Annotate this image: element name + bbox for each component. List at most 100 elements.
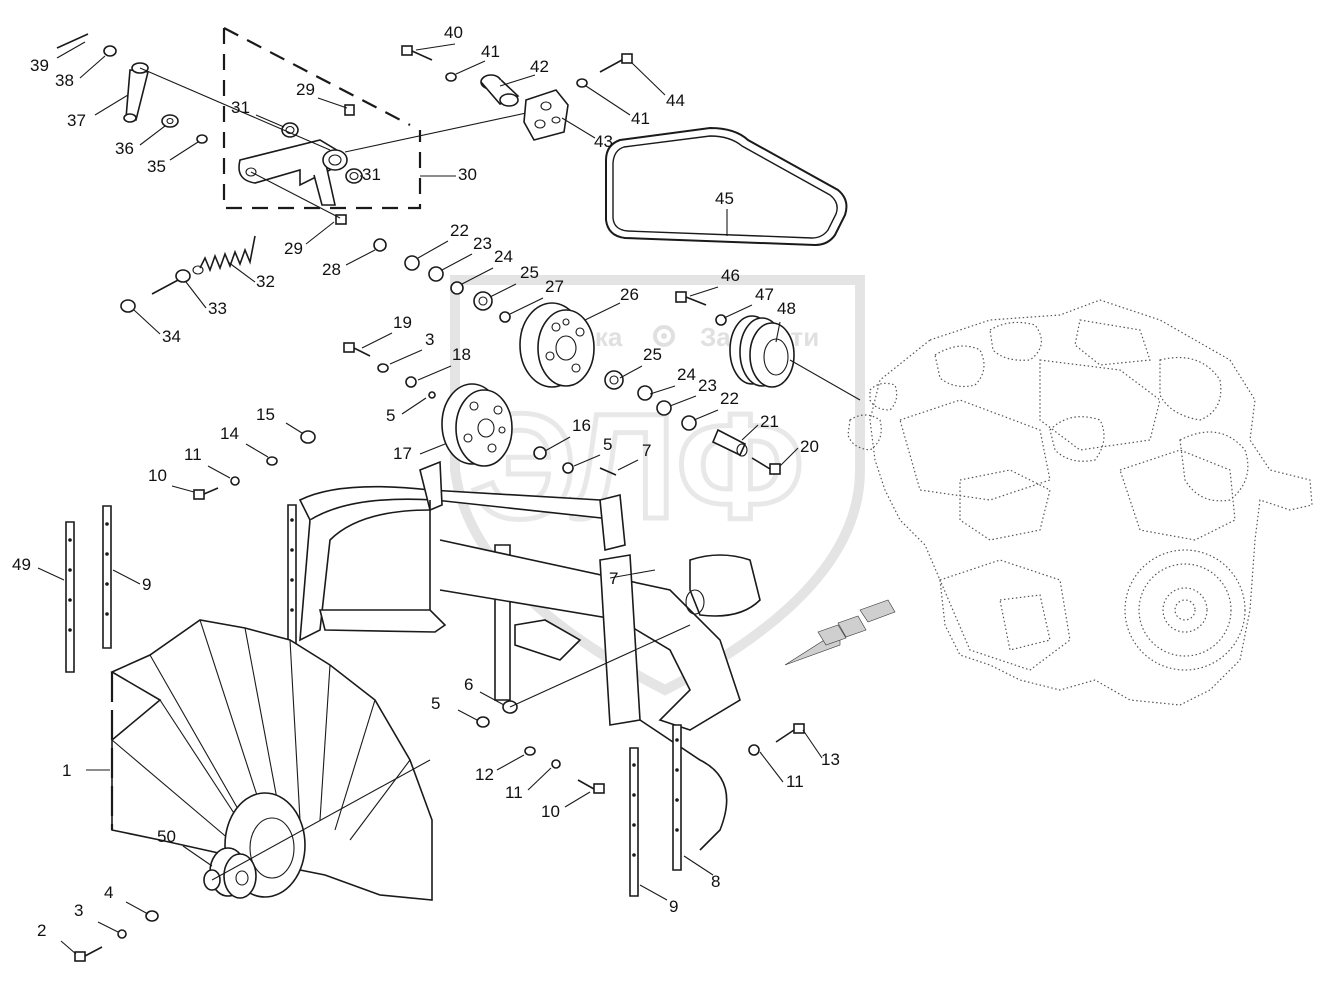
callout-number: 41 bbox=[481, 42, 500, 61]
callout: 1 bbox=[62, 761, 110, 780]
watermark-logo: ЭЛФ bbox=[470, 382, 804, 550]
callout: 29 bbox=[284, 221, 335, 258]
callout-number: 9 bbox=[142, 575, 151, 594]
callout-leader-line bbox=[285, 422, 303, 434]
callout: 15 bbox=[256, 405, 303, 434]
callout: 26 bbox=[584, 285, 639, 321]
part-2-bolt bbox=[74, 946, 103, 962]
callout: 10 bbox=[148, 466, 195, 493]
callout: 39 bbox=[30, 41, 86, 75]
callout: 23 bbox=[441, 234, 492, 271]
part-26-pulley bbox=[519, 302, 595, 388]
callout-number: 26 bbox=[620, 285, 639, 304]
part-39-pin bbox=[56, 33, 89, 49]
callout-number: 1 bbox=[62, 761, 71, 780]
callout-number: 12 bbox=[475, 765, 494, 784]
callout-leader-line bbox=[401, 397, 427, 415]
part-1-fan bbox=[110, 619, 433, 901]
callout-number: 41 bbox=[631, 109, 650, 128]
callout-number: 30 bbox=[458, 165, 477, 184]
callout-number: 36 bbox=[115, 139, 134, 158]
part-44-bolt bbox=[599, 53, 633, 73]
callout-leader-line bbox=[759, 751, 784, 783]
callout-leader-line bbox=[489, 283, 517, 298]
callout-number: 4 bbox=[104, 883, 113, 902]
callout-leader-line bbox=[585, 85, 631, 116]
callout-number: 14 bbox=[220, 424, 239, 443]
part-15-nut bbox=[300, 430, 316, 444]
callout: 37 bbox=[67, 94, 129, 130]
callout-leader-line bbox=[779, 447, 799, 467]
callout-number: 34 bbox=[162, 327, 181, 346]
callout-number: 18 bbox=[452, 345, 471, 364]
callout: 42 bbox=[499, 57, 549, 87]
callout: 31 bbox=[360, 165, 381, 184]
callout: 44 bbox=[631, 62, 685, 110]
callout: 5 bbox=[386, 397, 427, 425]
callout: 20 bbox=[779, 437, 819, 467]
part-27-ring bbox=[499, 311, 511, 323]
callout: 50 bbox=[157, 827, 213, 867]
part-23-ring bbox=[656, 400, 672, 416]
callout-number: 10 bbox=[148, 466, 167, 485]
callout-number: 45 bbox=[715, 189, 734, 208]
callout: 7 bbox=[609, 569, 656, 588]
part-37-rod bbox=[123, 62, 149, 123]
callout-number: 10 bbox=[541, 802, 560, 821]
callout-number: 20 bbox=[800, 437, 819, 456]
callout-leader-line bbox=[639, 884, 668, 901]
callout: 28 bbox=[322, 249, 376, 279]
callout: 48 bbox=[775, 299, 796, 343]
part-5-washer bbox=[428, 391, 436, 399]
callout: 3 bbox=[389, 330, 434, 365]
part-3-washer bbox=[117, 929, 127, 939]
part-30-tensioner-arm bbox=[238, 139, 348, 206]
callout-leader-line bbox=[441, 253, 473, 271]
callout: 27 bbox=[509, 277, 564, 315]
callout-leader-line bbox=[455, 60, 486, 75]
callout: 31 bbox=[231, 98, 285, 128]
part-18-washer bbox=[405, 376, 417, 388]
part-9-strip bbox=[102, 505, 112, 649]
engine-assembly bbox=[847, 299, 1313, 706]
part-48-pulley bbox=[729, 315, 861, 401]
callout-leader-line bbox=[317, 97, 348, 109]
callout-number: 50 bbox=[157, 827, 176, 846]
callout: 24 bbox=[649, 365, 696, 395]
callout: 30 bbox=[420, 165, 477, 184]
part-22-ring bbox=[681, 415, 697, 431]
callout-leader-line bbox=[631, 62, 666, 96]
callout-number: 28 bbox=[322, 260, 341, 279]
callout-leader-line bbox=[227, 261, 256, 283]
callout-leader-line bbox=[79, 55, 106, 79]
callout: 32 bbox=[227, 261, 275, 291]
callout-number: 43 bbox=[594, 132, 613, 151]
callout-leader-line bbox=[775, 321, 781, 343]
callout-leader-line bbox=[609, 569, 656, 579]
callout-number: 42 bbox=[530, 57, 549, 76]
callout: 46 bbox=[689, 266, 740, 297]
callout-leader-line bbox=[37, 567, 65, 581]
callout-number: 22 bbox=[450, 221, 469, 240]
assembly-line bbox=[509, 624, 691, 708]
callout-number: 11 bbox=[505, 783, 523, 802]
direction-arrows bbox=[784, 599, 896, 666]
part-20-bolt bbox=[751, 457, 781, 475]
part-38-washer bbox=[103, 45, 117, 57]
callout-number: 5 bbox=[603, 435, 612, 454]
callout-number: 49 bbox=[12, 555, 31, 574]
tensioner-group-outline bbox=[222, 27, 422, 210]
callout: 5 bbox=[573, 435, 612, 467]
part-29-bolt-upper bbox=[344, 104, 355, 116]
callout: 16 bbox=[544, 416, 591, 452]
part-4-nut bbox=[145, 910, 159, 922]
watermark: Техника Запчасти ЭЛФ bbox=[450, 275, 865, 696]
callout-leader-line bbox=[741, 424, 759, 441]
callout-leader-line bbox=[171, 485, 195, 493]
callout: 41 bbox=[585, 85, 650, 128]
callout: 10 bbox=[541, 791, 591, 821]
callout: 25 bbox=[619, 345, 662, 379]
callout-leader-line bbox=[389, 349, 423, 365]
callout-leader-line bbox=[564, 791, 591, 808]
callout: 22 bbox=[693, 389, 739, 421]
